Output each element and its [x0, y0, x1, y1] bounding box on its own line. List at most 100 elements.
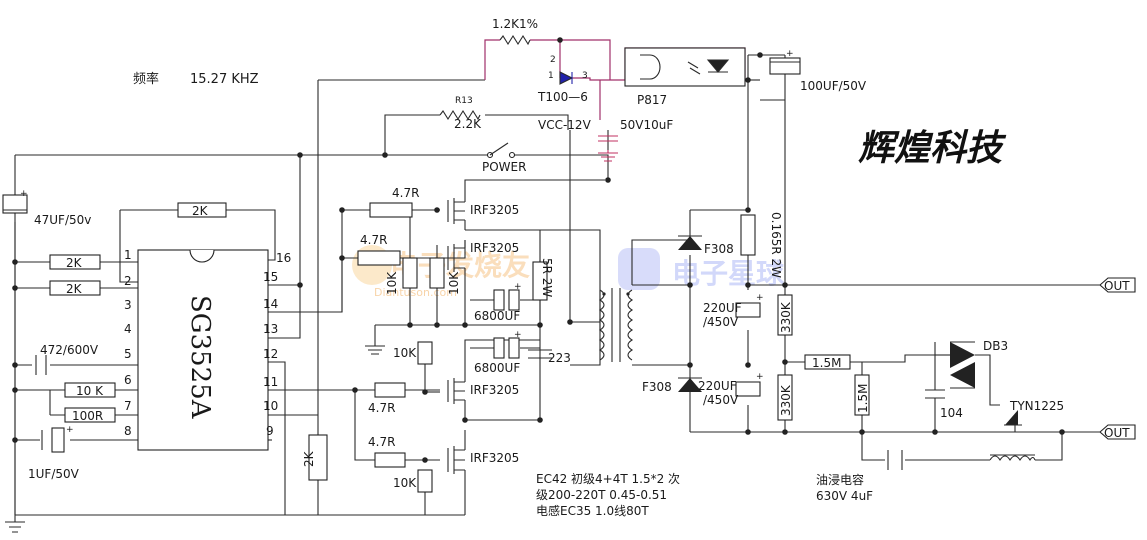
svg-text:330K: 330K: [779, 384, 793, 416]
inductor: [989, 454, 1036, 462]
svg-text:IRF3205: IRF3205: [470, 383, 519, 397]
diode-f308-b: F308: [642, 377, 702, 394]
brand-title: 辉煌科技: [858, 127, 1007, 169]
resistor-330k-b: 330K: [777, 374, 793, 421]
svg-text:220UF: 220UF: [703, 301, 742, 315]
cap-472-600v: 472/600V: [35, 343, 99, 375]
ic-pin-5: 5: [124, 347, 132, 361]
out-terminal-1: OUT: [1099, 277, 1136, 293]
svg-text:5R 2W: 5R 2W: [540, 258, 554, 297]
resistor-1k2: 1.2K1%: [492, 17, 538, 46]
svg-text:IRF3205: IRF3205: [470, 451, 519, 465]
ic-pin-10: 10: [263, 399, 278, 413]
svg-text:/450V: /450V: [703, 393, 739, 407]
mosfet-q1: IRF3205: [447, 195, 519, 230]
diac-db3: DB3: [950, 339, 1008, 389]
svg-text:1.5M: 1.5M: [856, 384, 870, 413]
svg-text:6800UF: 6800UF: [474, 361, 520, 375]
svg-text:+: +: [756, 372, 764, 382]
resistor-1m5-v: 1.5M: [854, 374, 870, 416]
cap-47uf: + 47UF/50v: [2, 189, 91, 227]
svg-text:IRF3205: IRF3205: [470, 241, 519, 255]
svg-text:2.2K: 2.2K: [454, 117, 482, 131]
resistor-0165r: 0.165R 2W: [740, 212, 783, 278]
resistor-2k-top: 2K: [177, 202, 227, 218]
cap-100uf: + 100UF/50V: [769, 49, 867, 93]
resistor-r13: R13 2.2K: [439, 96, 482, 131]
svg-text:电感EC35 1.0线80T: 电感EC35 1.0线80T: [536, 503, 649, 518]
svg-text:OUT: OUT: [1104, 279, 1130, 293]
wiring: [14, 54, 1100, 516]
junctions: [12, 37, 1065, 463]
cap-104: 104: [925, 389, 963, 420]
svg-text:2K: 2K: [192, 204, 209, 218]
frequency-label: 频率 15.27 KHZ: [133, 71, 259, 87]
svg-text:+: +: [66, 425, 74, 435]
pulldown-10k-c: 10K: [393, 341, 433, 365]
svg-text:10K: 10K: [393, 346, 417, 360]
svg-text:223: 223: [548, 351, 571, 365]
svg-text:1.2K1%: 1.2K1%: [492, 17, 538, 31]
resistor-2k-pin1: 2K: [49, 254, 101, 270]
svg-text:15.27 KHZ: 15.27 KHZ: [190, 72, 259, 87]
svg-text:+: +: [786, 49, 794, 59]
ic-pin-8: 8: [124, 424, 132, 438]
svg-text:104: 104: [940, 406, 963, 420]
svg-text:50V10uF: 50V10uF: [620, 118, 673, 132]
pulldown-10k-d: 10K: [393, 469, 433, 493]
svg-text:+: +: [514, 282, 522, 292]
pulldown-10k-b: 10K: [429, 257, 461, 295]
svg-text:4.7R: 4.7R: [360, 233, 387, 247]
ic-pin-2: 2: [124, 274, 132, 288]
svg-text:P817: P817: [637, 93, 667, 107]
oil-cap-notes: 油浸电容 630V 4uF: [816, 472, 873, 503]
svg-text:1UF/50V: 1UF/50V: [28, 467, 80, 481]
svg-text:POWER: POWER: [482, 160, 526, 174]
gate-resistor-1: 4.7R: [369, 186, 419, 218]
cap-1uf: + 1UF/50V: [28, 425, 80, 481]
svg-text:2K: 2K: [66, 282, 83, 296]
svg-text:T100—6: T100—6: [537, 90, 588, 104]
svg-text:+: +: [20, 189, 28, 199]
resistor-5r-2w: 5R 2W: [532, 258, 554, 301]
ground-symbol-mid: [365, 340, 385, 355]
resistor-1m5-h: 1.5M: [804, 354, 851, 370]
watermark-site-url: Diantuson.com: [374, 286, 457, 299]
ic-pin-3: 3: [124, 298, 132, 312]
resistor-100r: 100R: [64, 407, 116, 423]
svg-text:10K: 10K: [393, 476, 417, 490]
resistor-2k-pin2: 2K: [49, 280, 101, 296]
mosfet-q3: IRF3205: [447, 370, 519, 415]
triac-tyn1225: TYN1225: [1004, 399, 1064, 426]
svg-text:R13: R13: [455, 96, 473, 106]
power-switch[interactable]: POWER: [482, 142, 526, 174]
out-terminal-2: OUT: [1099, 424, 1136, 440]
ic-sg3525a: SG3525A 1 2 3 4 5 6 7 8 9 10 11 12 13 14…: [124, 248, 291, 451]
svg-text:330K: 330K: [779, 301, 793, 333]
resistor-2k-vertical: 2K: [302, 434, 328, 481]
svg-text:OUT: OUT: [1104, 426, 1130, 440]
ic-pin-12: 12: [263, 347, 278, 361]
svg-text:0.165R 2W: 0.165R 2W: [769, 212, 783, 278]
svg-text:TYN1225: TYN1225: [1009, 399, 1064, 413]
vcc-label: VCC-12V: [538, 118, 592, 132]
svg-text:100R: 100R: [72, 409, 103, 423]
transformer-notes: EC42 初级4+4T 1.5*2 次 级200-220T 0.45-0.51 …: [536, 472, 680, 518]
ic-name: SG3525A: [185, 295, 215, 420]
gate-resistor-3: 4.7R: [368, 382, 406, 415]
pulldown-10k-a: 10K: [385, 257, 418, 295]
svg-text:2K: 2K: [66, 256, 83, 270]
svg-text:1.5M: 1.5M: [812, 356, 841, 370]
svg-text:3: 3: [582, 71, 588, 81]
svg-text:/450V: /450V: [703, 315, 739, 329]
svg-text:频率: 频率: [133, 71, 159, 87]
svg-text:DB3: DB3: [983, 339, 1008, 353]
ic-pin-11: 11: [263, 375, 278, 389]
svg-text:油浸电容: 油浸电容: [816, 472, 864, 487]
cap-6800uf-a: + 6800UF: [474, 282, 522, 323]
svg-text:F308: F308: [642, 380, 672, 394]
svg-text:F308: F308: [704, 242, 734, 256]
t100-regulator: 2 1 3 T100—6: [537, 55, 588, 104]
svg-text:10K: 10K: [385, 271, 399, 295]
